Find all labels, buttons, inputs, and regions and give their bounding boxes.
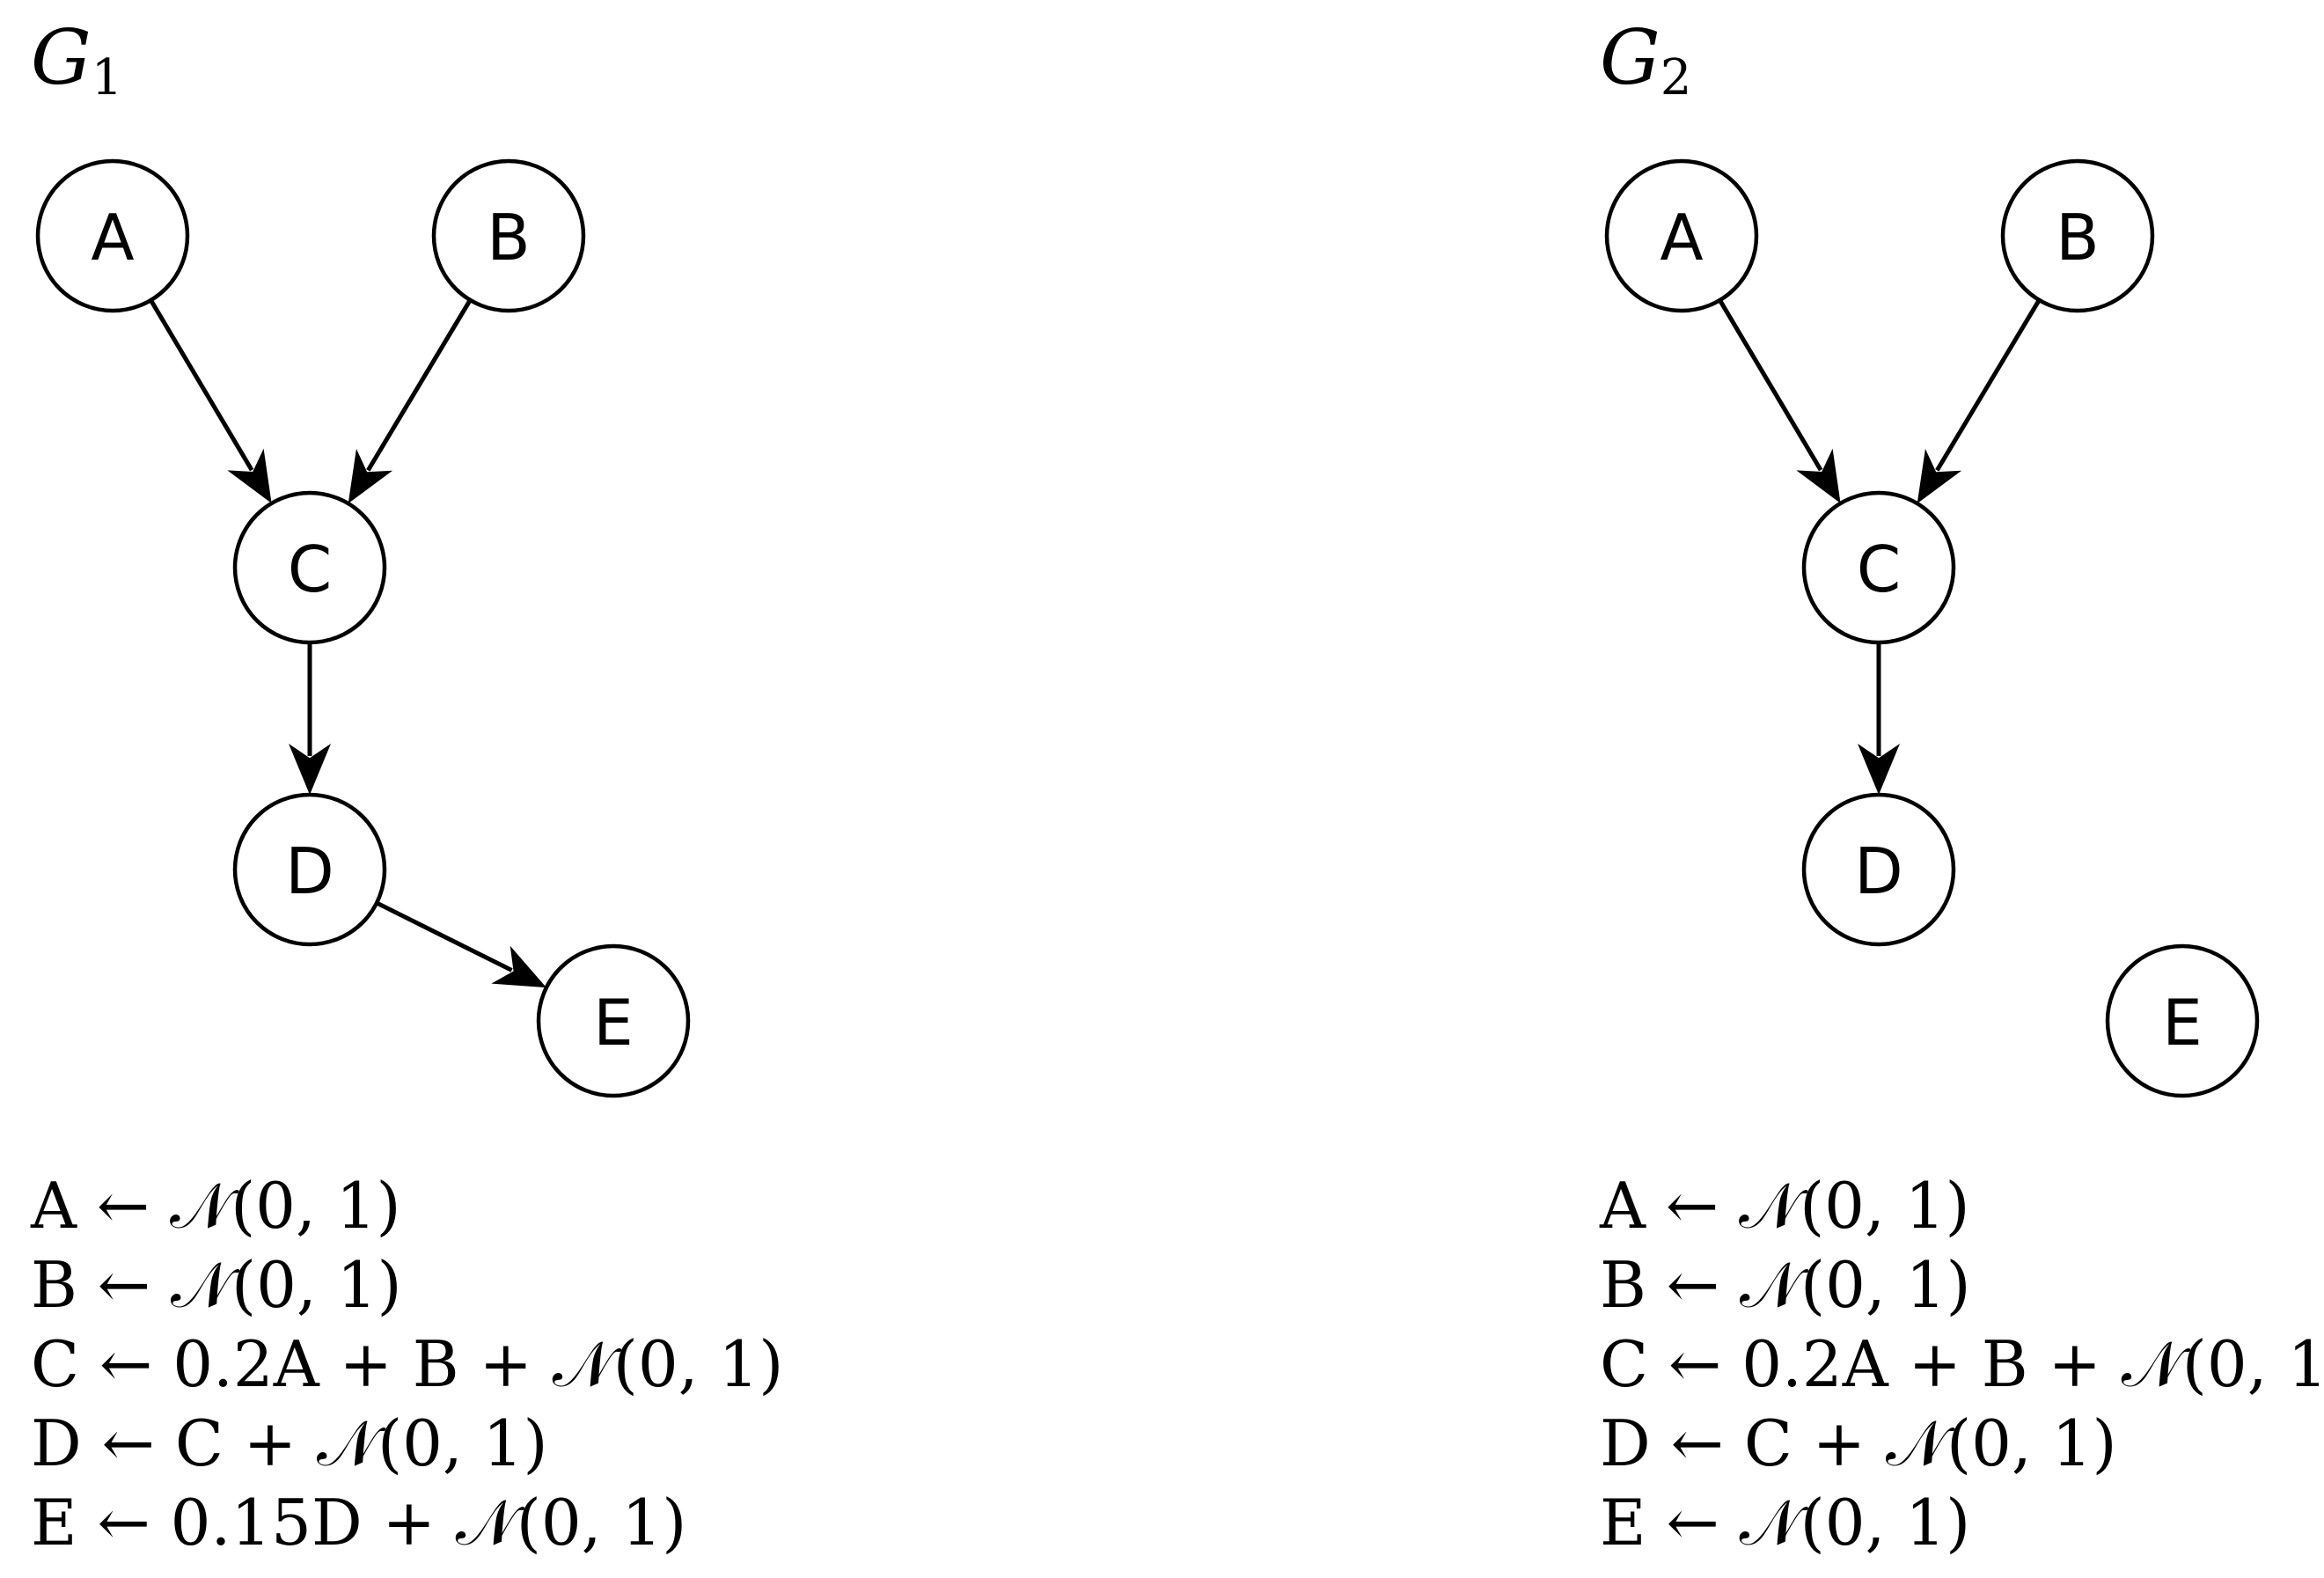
edge-a-to-c bbox=[149, 298, 272, 503]
node-circle bbox=[536, 943, 691, 1098]
graph-panel-1: G1A B C D E A ← 𝒩(0, 1)B ← 𝒩(0, 1)C ← 0.2A + … bbox=[30, 14, 783, 1560]
node-c: C bbox=[1801, 490, 1956, 645]
equation-b: B ← 𝒩(0, 1) bbox=[31, 1248, 402, 1322]
node-label: A bbox=[1660, 201, 1703, 275]
node-circle bbox=[2000, 158, 2155, 313]
structural-equations: A ← 𝒩(0, 1)B ← 𝒩(0, 1)C ← 0.2A + B + 𝒩(0… bbox=[30, 1169, 783, 1560]
node-label: C bbox=[1857, 532, 1901, 606]
node-label: B bbox=[487, 201, 530, 275]
edge-c-to-d bbox=[1858, 642, 1900, 795]
equation-b: B ← 𝒩(0, 1) bbox=[1600, 1248, 1971, 1322]
edge-d-to-e bbox=[375, 900, 546, 988]
equation-e: E ← 𝒩(0, 1) bbox=[1600, 1486, 1970, 1560]
arrow-head bbox=[491, 945, 546, 988]
equation-e: E ← 0.15D + 𝒩(0, 1) bbox=[31, 1486, 686, 1560]
node-b: B bbox=[2000, 158, 2155, 313]
node-circle bbox=[35, 158, 190, 313]
node-label: D bbox=[285, 834, 334, 908]
graph-title: G2 bbox=[1600, 14, 1691, 106]
arrow-head bbox=[289, 744, 331, 795]
node-label: E bbox=[2162, 986, 2203, 1060]
node-a: A bbox=[1604, 158, 1759, 313]
arrow-head bbox=[348, 449, 393, 504]
node-circle bbox=[232, 792, 387, 947]
edge-a-to-c bbox=[1718, 298, 1841, 503]
node-a: A bbox=[35, 158, 190, 313]
equation-c: C ← 0.2A + B + 𝒩(0, 1) bbox=[31, 1327, 783, 1401]
node-b: B bbox=[431, 158, 586, 313]
node-e: E bbox=[536, 943, 691, 1098]
node-circle bbox=[1801, 490, 1956, 645]
equation-a: A ← 𝒩(0, 1) bbox=[1599, 1169, 1970, 1243]
arrow-head bbox=[227, 448, 272, 503]
node-label: D bbox=[1854, 834, 1902, 908]
node-d: D bbox=[1801, 792, 1956, 947]
equation-c: C ← 0.2A + B + 𝒩(0, 1) bbox=[1600, 1327, 2324, 1401]
node-label: E bbox=[593, 986, 634, 1060]
arrow-head bbox=[1917, 449, 1962, 504]
node-circle bbox=[2105, 943, 2260, 1098]
graph-panel-2: G2A B C D E A ← 𝒩(0, 1)B ← 𝒩(0, 1)C ← 0.2A + … bbox=[1599, 14, 2324, 1560]
graph-title: G1 bbox=[31, 14, 122, 106]
arrow-head bbox=[1858, 744, 1900, 795]
node-label: C bbox=[288, 532, 332, 606]
node-circle bbox=[232, 490, 387, 645]
equation-a: A ← 𝒩(0, 1) bbox=[30, 1169, 401, 1243]
node-c: C bbox=[232, 490, 387, 645]
edge-b-to-c bbox=[1917, 298, 2042, 504]
edge-c-to-d bbox=[289, 642, 331, 795]
node-d: D bbox=[232, 792, 387, 947]
node-circle bbox=[1801, 792, 1956, 947]
edge-b-to-c bbox=[348, 298, 473, 504]
arrow-head bbox=[1796, 448, 1841, 503]
node-label: A bbox=[91, 201, 134, 275]
equation-d: D ← C + 𝒩(0, 1) bbox=[31, 1406, 548, 1480]
node-circle bbox=[1604, 158, 1759, 313]
node-label: B bbox=[2056, 201, 2099, 275]
node-circle bbox=[431, 158, 586, 313]
structural-equations: A ← 𝒩(0, 1)B ← 𝒩(0, 1)C ← 0.2A + B + 𝒩(0… bbox=[1599, 1169, 2324, 1560]
equation-d: D ← C + 𝒩(0, 1) bbox=[1600, 1406, 2117, 1480]
node-e: E bbox=[2105, 943, 2260, 1098]
